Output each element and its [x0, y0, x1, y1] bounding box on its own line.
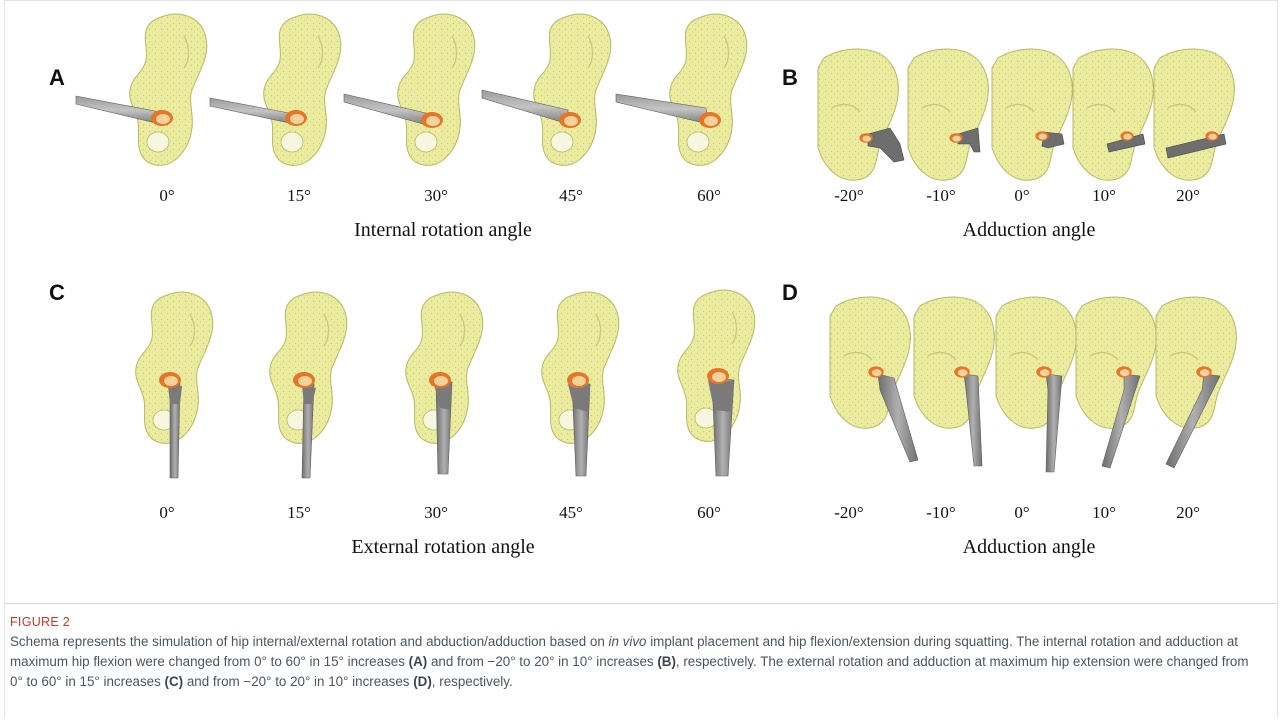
panel-b-angle-3: 0° [1014, 186, 1029, 205]
caption-seg-3: and from −20° to 20° in 10° increases [427, 654, 657, 669]
panel-d-angle-5: 20° [1176, 503, 1200, 522]
panel-d-angle-2: -10° [926, 503, 955, 522]
panel-b-model-5 [1154, 49, 1234, 180]
panel-a-model-4 [482, 14, 611, 165]
panel-a-model-3 [344, 14, 475, 165]
panel-b-angle-2: -10° [926, 186, 955, 205]
figure-area: A 0° 15° 30° 45° 60° [0, 0, 1282, 600]
panel-d-angle-3: 0° [1014, 503, 1029, 522]
panel-a-angle-3: 30° [424, 186, 448, 205]
panel-c: C 0° [49, 280, 755, 558]
panel-b-model-2 [908, 49, 988, 180]
panel-d-angle-1: -20° [834, 503, 863, 522]
caption-divider [4, 603, 1278, 604]
caption-text: Schema represents the simulation of hip … [10, 632, 1260, 692]
figure-caption: FIGURE 2 Schema represents the simulatio… [10, 612, 1260, 692]
panel-b-model-3 [992, 49, 1072, 180]
caption-ref-a[interactable]: (A) [409, 654, 428, 669]
panel-a: A 0° 15° 30° 45° 60° [49, 14, 747, 241]
caption-ref-c[interactable]: (C) [165, 674, 184, 689]
panel-a-model-2 [210, 14, 341, 165]
panel-a-model-5 [616, 14, 747, 165]
panel-d-model-2 [914, 297, 994, 466]
caption-italic-in-vivo: in vivo [609, 634, 647, 649]
panel-c-angle-4: 45° [559, 503, 583, 522]
panel-c-title: External rotation angle [351, 536, 534, 558]
panel-c-angle-1: 0° [159, 503, 174, 522]
panel-d: D -20° -10° 0° 10° 20° [782, 280, 1236, 558]
panel-c-model-1 [136, 292, 213, 478]
panel-b-letter: B [782, 65, 798, 90]
panel-c-model-4 [542, 292, 619, 476]
caption-ref-d[interactable]: (D) [413, 674, 432, 689]
panel-a-angle-4: 45° [559, 186, 583, 205]
figure-graphic: A 0° 15° 30° 45° 60° [0, 0, 1282, 600]
figure-label-line: FIGURE 2 [10, 612, 1260, 632]
panel-d-model-3 [996, 297, 1076, 472]
panel-b-angle-4: 10° [1092, 186, 1116, 205]
panel-c-model-5 [678, 290, 755, 476]
panel-d-angle-4: 10° [1092, 503, 1116, 522]
panel-c-model-3 [406, 292, 483, 474]
panel-d-model-4 [1076, 297, 1156, 468]
panel-b-model-1 [818, 49, 904, 180]
caption-seg-6: , respectively. [432, 674, 513, 689]
panel-b-angle-5: 20° [1176, 186, 1200, 205]
panel-d-title: Adduction angle [963, 536, 1096, 558]
panel-c-angle-3: 30° [424, 503, 448, 522]
figure-label: FIGURE 2 [10, 615, 70, 629]
panel-c-model-2 [270, 292, 347, 478]
panel-c-angle-5: 60° [697, 503, 721, 522]
panel-b-angle-1: -20° [834, 186, 863, 205]
panel-d-model-1 [830, 297, 918, 462]
panel-c-angle-2: 15° [287, 503, 311, 522]
panel-a-letter: A [49, 65, 65, 90]
caption-seg-1: Schema represents the simulation of hip … [10, 634, 609, 649]
caption-seg-5: and from −20° to 20° in 10° increases [183, 674, 413, 689]
panel-a-angle-1: 0° [159, 186, 174, 205]
panel-d-model-5 [1156, 297, 1236, 468]
caption-ref-b[interactable]: (B) [657, 654, 676, 669]
panel-b-title: Adduction angle [963, 219, 1096, 241]
panel-c-letter: C [49, 280, 65, 305]
panel-b-model-4 [1073, 49, 1153, 180]
panel-b: B -20° -10° 0° 10° 20° [782, 49, 1234, 241]
panel-d-letter: D [782, 280, 798, 305]
panel-a-angle-5: 60° [697, 186, 721, 205]
panel-a-model-1 [76, 14, 207, 165]
panel-a-title: Internal rotation angle [354, 219, 532, 241]
panel-a-angle-2: 15° [287, 186, 311, 205]
